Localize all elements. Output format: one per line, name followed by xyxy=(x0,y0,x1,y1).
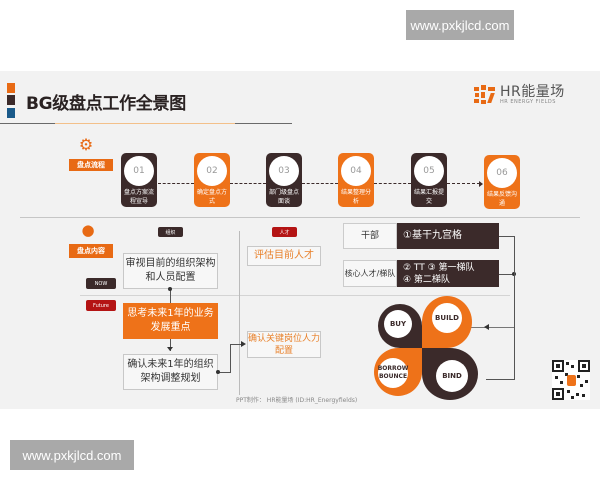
logo-subtext: HR ENERGY FIELDS xyxy=(500,99,556,105)
step-label: 结果反馈沟通 xyxy=(486,191,517,207)
petal-label: BORROW BOUNCE xyxy=(378,358,408,388)
step-02[interactable]: 02 确定盘点方式 xyxy=(194,153,230,207)
slide: BG级盘点工作全景图 HR能量场 HR ENERGY FIELDS ⚙ 盘点流程… xyxy=(0,71,600,409)
petal-label: BUY xyxy=(384,310,412,338)
connector xyxy=(218,372,230,373)
footer-credit: PPT制作： HR能量场 (ID:HR_Energyfields) xyxy=(236,397,358,404)
person-icon: ● xyxy=(81,221,95,239)
tag-org: 组织 xyxy=(158,227,183,237)
connector-dot xyxy=(168,287,172,291)
step-connector xyxy=(374,183,411,184)
arrow-right-icon xyxy=(241,341,246,347)
talent-evaluate-box: 评估目前人才 xyxy=(247,246,321,266)
org-think-box: 思考未来1年的业务发展重点 xyxy=(123,303,218,339)
step-connector xyxy=(302,183,338,184)
title-underline-highlight xyxy=(55,123,235,124)
logo: HR能量场 HR ENERGY FIELDS xyxy=(474,85,565,105)
connector xyxy=(499,236,514,237)
step-03[interactable]: 03 部门级盘点面谈 xyxy=(266,153,302,207)
connector xyxy=(486,379,514,380)
petal-build: BUILD xyxy=(422,296,472,348)
step-connector xyxy=(158,183,194,184)
connector xyxy=(514,236,515,380)
step-number: 03 xyxy=(269,156,299,186)
talent-value-line: ①基干九宫格 xyxy=(403,230,462,241)
tag-now: NOW xyxy=(86,278,116,289)
step-06[interactable]: 06 结果反馈沟通 xyxy=(484,155,520,209)
qr-code-icon xyxy=(552,360,590,400)
talent-row-value-core: ② TT ③ 第一梯队 ④ 第二梯队 xyxy=(397,260,499,287)
step-connector xyxy=(447,183,480,184)
step-label: 确定盘点方式 xyxy=(196,189,227,205)
step-number: 05 xyxy=(414,156,444,186)
step-05[interactable]: 05 结果汇报提交 xyxy=(411,153,447,207)
tag-future: Future xyxy=(86,300,116,311)
step-label: 结果整理分析 xyxy=(340,189,371,205)
step-number: 06 xyxy=(487,158,517,188)
connector xyxy=(230,344,242,345)
petal-borrow-bounce: BORROW BOUNCE xyxy=(374,348,422,396)
step-label: 结果汇报提交 xyxy=(413,189,444,205)
connector xyxy=(170,339,171,351)
step-01[interactable]: 01 盘点方案流程宣导 xyxy=(121,153,157,207)
page-title: BG级盘点工作全景图 xyxy=(26,94,186,114)
logo-mark-icon xyxy=(474,85,496,105)
talent-value-line: ② TT ③ 第一梯队 xyxy=(403,262,475,273)
arrow-left-icon xyxy=(484,324,489,330)
talent-row-label-core: 核心人才/梯队 xyxy=(343,260,397,287)
step-number: 04 xyxy=(341,156,371,186)
step-number: 01 xyxy=(124,156,154,186)
connector xyxy=(230,344,231,373)
step-label: 部门级盘点面谈 xyxy=(268,189,299,205)
section-label-content: 盘点内容 xyxy=(69,244,113,258)
petal-label: BIND xyxy=(436,360,468,392)
accent-bar-orange xyxy=(7,83,15,93)
arrow-right-icon xyxy=(479,181,483,187)
connector xyxy=(499,274,514,275)
connector xyxy=(170,289,171,303)
tag-talent: 人才 xyxy=(272,227,297,237)
watermark-top: www.pxkjlcd.com xyxy=(406,10,514,40)
connector xyxy=(470,327,514,328)
column-divider xyxy=(239,231,240,395)
key-positions-box: 确认关键岗位人力配置 xyxy=(247,331,321,358)
step-04[interactable]: 04 结果整理分析 xyxy=(338,153,374,207)
watermark-bottom: www.pxkjlcd.com xyxy=(10,440,134,470)
now-future-divider xyxy=(80,295,510,296)
accent-bar-blue xyxy=(7,108,15,118)
section-divider xyxy=(20,217,580,218)
petal-bind: BIND xyxy=(422,348,478,400)
section-label-process: 盘点流程 xyxy=(69,159,113,171)
petal-label: BUILD xyxy=(432,303,462,333)
org-review-box: 审视目前的组织架构和人员配置 xyxy=(123,253,218,289)
org-confirm-box: 确认未来1年的组织架构调整规划 xyxy=(123,354,218,390)
logo-text: HR能量场 xyxy=(500,84,565,100)
connector-dot xyxy=(216,370,220,374)
talent-value-line: ④ 第二梯队 xyxy=(403,274,450,285)
step-label: 盘点方案流程宣导 xyxy=(123,189,154,205)
arrow-down-icon xyxy=(167,347,173,351)
talent-row-value-cadre: ①基干九宫格 xyxy=(397,223,499,249)
gear-icon: ⚙ xyxy=(78,135,94,154)
petal-buy: BUY xyxy=(378,304,422,348)
accent-bar-dark xyxy=(7,95,15,105)
talent-row-label-cadre: 干部 xyxy=(343,223,397,249)
step-number: 02 xyxy=(197,156,227,186)
step-connector xyxy=(230,183,266,184)
